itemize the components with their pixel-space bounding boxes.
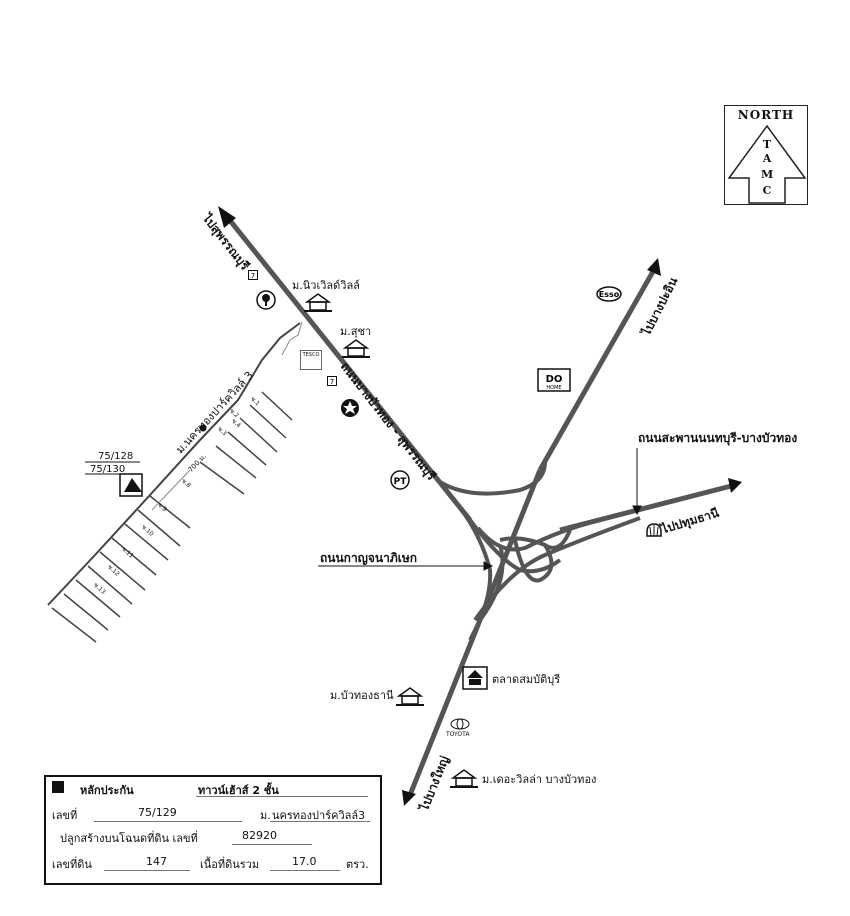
svg-text:DO: DO: [546, 374, 563, 385]
svg-text:HOME: HOME: [546, 385, 561, 391]
label-bua-thong-thani: ม.บัวทองธานี: [330, 689, 394, 702]
tesco-icon: TESCO: [300, 350, 322, 370]
heading-marker: [52, 781, 64, 793]
info-building-type: ทาวน์เฮ้าส์ 2 ชั้น: [198, 784, 279, 797]
north-letter: M: [761, 168, 774, 181]
road-to-bang-pa-in: [537, 258, 661, 472]
seven-eleven-icon: 7: [248, 270, 258, 280]
seven-eleven-icon: 7: [327, 376, 337, 386]
arrow-to-bang-yai: [402, 790, 416, 806]
toyota-logo: [450, 718, 470, 730]
no-value: 75/129: [138, 806, 177, 819]
svg-text:7: 7: [251, 272, 255, 280]
village-value: นครทองปาร์ควิลล์3: [272, 809, 366, 822]
land-label: เลขที่ดิน: [52, 858, 92, 871]
area-value: 17.0: [292, 855, 317, 868]
house-icon: [450, 769, 478, 788]
north-arrow: NORTH T A M C: [724, 105, 808, 205]
info-row-deed: ปลูกสร้างบนโฉนดที่ดิน เลขที่ 82920: [46, 825, 380, 845]
tree-icon: [256, 290, 276, 310]
no-label: เลขที่: [52, 809, 78, 822]
collateral-info-box: หลักประกัน ทาวน์เฮ้าส์ 2 ชั้น เลขที่ 75/…: [44, 775, 382, 885]
road-bang-bua-thong-suphanburi: [218, 206, 472, 522]
north-letter: C: [762, 184, 772, 197]
interchange: [438, 461, 641, 641]
info-heading: หลักประกัน: [80, 784, 134, 797]
esso-logo: Esso: [596, 286, 622, 302]
label-new-villa: ม.นิวเวิลด์วิลล์: [292, 279, 360, 292]
pt-gas-logo: PT: [390, 470, 410, 490]
plot-label-upper: 75/128: [98, 451, 134, 462]
pointer-lines: [318, 448, 642, 571]
svg-text:7: 7: [330, 378, 334, 386]
house-icon: [342, 339, 370, 358]
north-arrow-icon: [727, 124, 807, 204]
village-label: ม.: [260, 809, 271, 822]
info-row-number: เลขที่ 75/129 ม. นครทองปาร์ควิลล์3: [46, 802, 380, 822]
collateral-plot: [85, 424, 207, 497]
label-sucha: ม.สุชา: [340, 325, 372, 338]
shell-logo: [646, 523, 662, 537]
svg-text:PT: PT: [394, 477, 408, 487]
house-icon: [396, 687, 424, 706]
label-talad-sombat: ตลาดสมบัติบุรี: [492, 673, 561, 686]
market-icon: [462, 666, 488, 690]
label-the-villa: ม.เดอะวิลล่า บางบัวทอง: [482, 773, 597, 786]
soi-nakhon-thong: [47, 321, 303, 643]
arrow-to-suphanburi: [218, 206, 236, 228]
deed-value: 82920: [242, 829, 277, 842]
land-value: 147: [146, 855, 167, 868]
arrow-to-bang-pa-in: [647, 258, 661, 276]
info-row-land: เลขที่ดิน 147 เนื้อที่ดินรวม 17.0 ตรว.: [46, 851, 380, 871]
plot-label-lower: 75/130: [90, 464, 126, 475]
house-icon: [304, 293, 332, 312]
deed-label: ปลูกสร้างบนโฉนดที่ดิน เลขที่: [60, 832, 198, 845]
north-letter: A: [762, 152, 772, 165]
svg-text:Esso: Esso: [599, 290, 620, 299]
north-letter: T: [762, 138, 772, 151]
info-row-heading: หลักประกัน ทาวน์เฮ้าส์ 2 ชั้น: [46, 777, 380, 797]
label-saphan-nonthaburi-road: ถนนสะพานนนทบุรี-บางบัวทอง: [638, 431, 798, 445]
area-label: เนื้อที่ดินรวม: [200, 858, 260, 871]
area-unit: ตรว.: [346, 858, 369, 871]
label-kanchanaphisek-road: ถนนกาญจนาภิเษก: [320, 551, 418, 565]
arrow-to-pathum-thani: [728, 478, 742, 493]
toyota-label: TOYOTA: [446, 731, 470, 738]
star-gas-icon: [341, 399, 359, 417]
north-label: NORTH: [737, 108, 795, 122]
